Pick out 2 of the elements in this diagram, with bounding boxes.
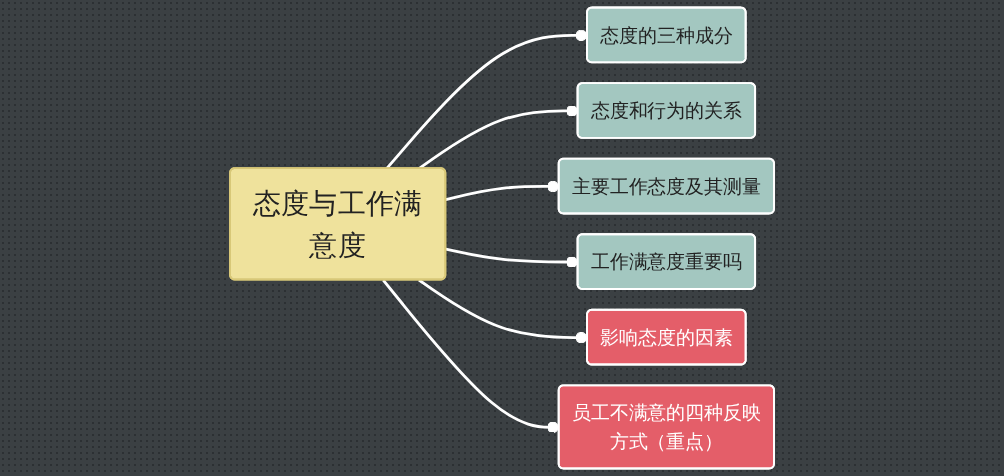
connector <box>418 278 588 344</box>
connector <box>385 29 588 170</box>
